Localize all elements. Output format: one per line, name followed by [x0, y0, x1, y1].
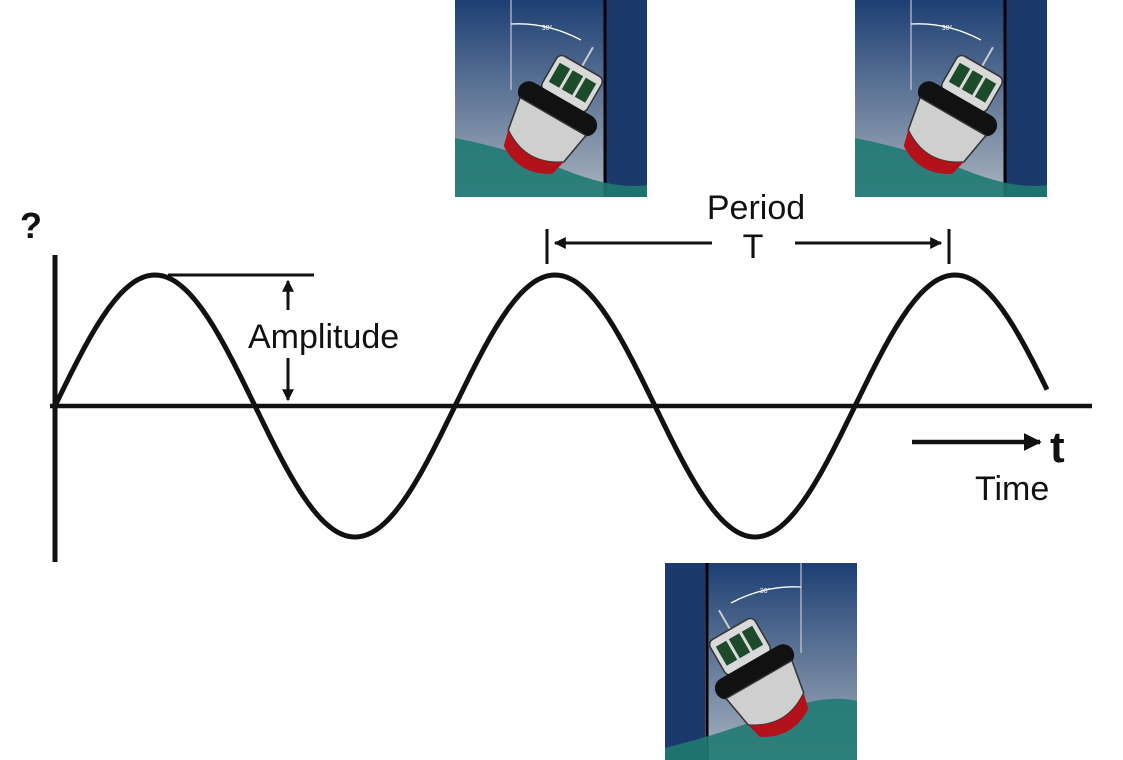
roll-angle-label: 30° [542, 24, 553, 32]
rolling-boat-image: 30° [455, 0, 647, 197]
period-label: Period [707, 189, 805, 227]
sine-wave [52, 272, 1050, 540]
amplitude-label: Amplitude [248, 318, 399, 356]
time-symbol: t [1050, 423, 1065, 472]
roll-angle-label: 30° [760, 587, 771, 595]
roll-angle-label: 30° [942, 24, 953, 32]
y-axis-symbol: ? [20, 205, 42, 246]
time-label: Time [975, 470, 1049, 508]
boat-illustration-3: 30° [665, 563, 857, 760]
rolling-boat-image: 30° [665, 563, 857, 760]
boat-illustration-1: 30° [455, 0, 647, 197]
rolling-boat-image: 30° [855, 0, 1047, 197]
period-symbol: T [743, 228, 764, 266]
boat-illustration-2: 30° [855, 0, 1047, 197]
